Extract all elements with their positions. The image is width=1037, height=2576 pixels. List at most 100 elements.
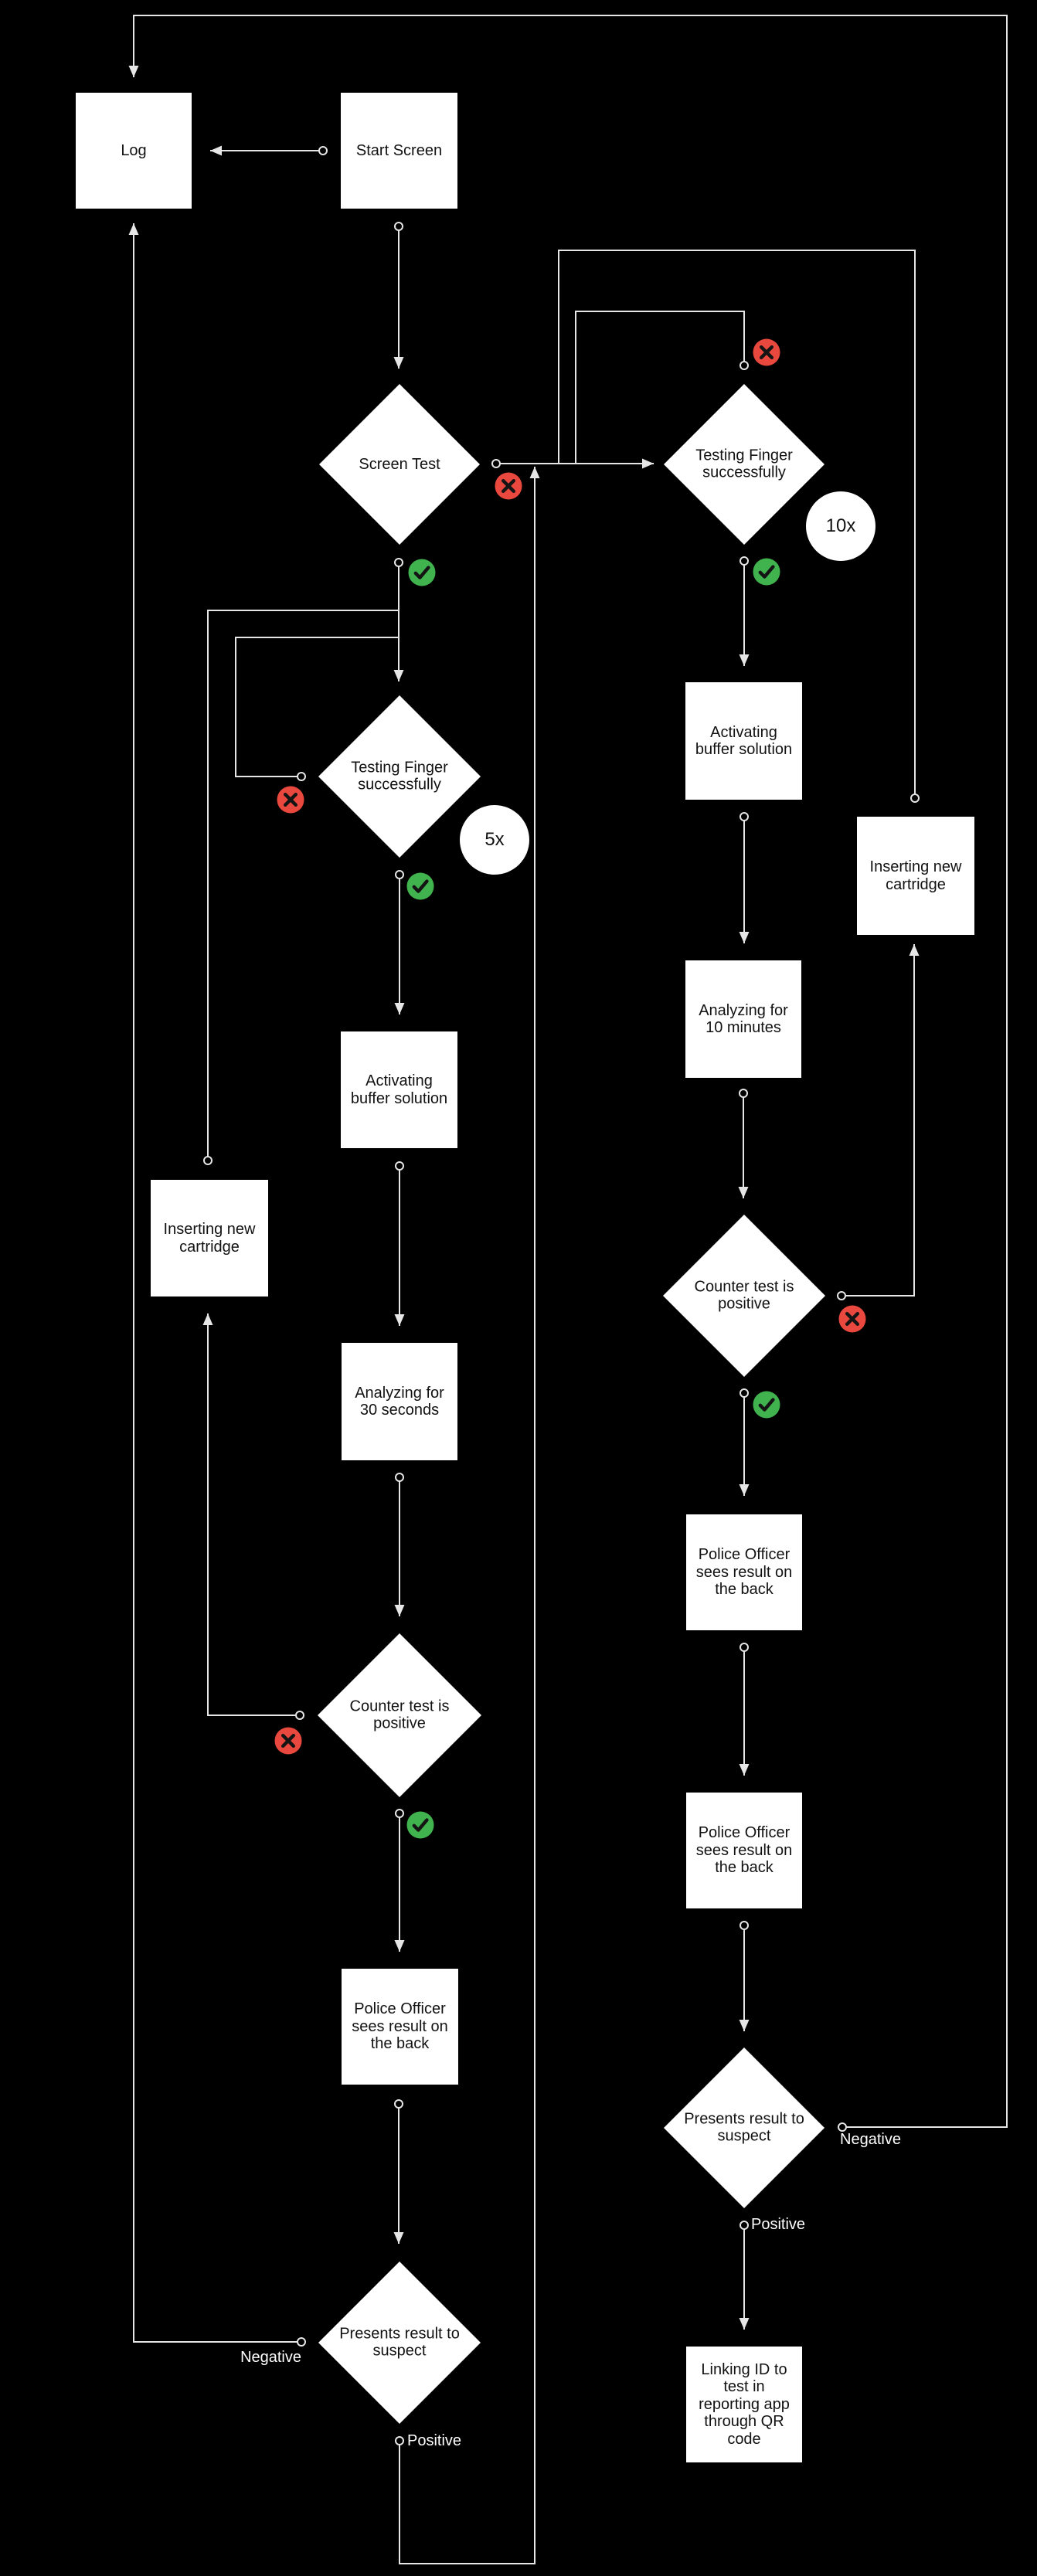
counter-test-right-shape [663, 1215, 825, 1377]
connector-origin-dot [395, 1473, 404, 1482]
failure-x-icon [274, 1727, 302, 1755]
connector-origin-dot [395, 1809, 404, 1818]
edge-activating-right-to-analyzing [739, 812, 750, 943]
failure-x-icon [838, 1305, 866, 1333]
arrowhead-icon [210, 145, 222, 156]
x-glyph [760, 345, 774, 359]
success-check-icon [408, 559, 436, 586]
arrowhead-icon [642, 458, 654, 469]
pass-counter-right [753, 1391, 780, 1419]
connector-origin-dot [739, 1089, 748, 1098]
x-glyph [845, 1312, 859, 1326]
arrowhead-icon [739, 2020, 750, 2031]
connector-origin-dot [395, 870, 404, 879]
arrowhead-icon [739, 932, 750, 943]
edge-cartridge-right-return [558, 250, 920, 803]
arrowhead-icon [128, 66, 139, 77]
edge-counter-left-fail-to-cartridge [202, 1313, 304, 1720]
arrowhead-icon [529, 467, 540, 478]
edge-finger-left-retry-loop [235, 637, 398, 781]
success-check-icon [406, 1811, 434, 1839]
arrowhead-icon [739, 2318, 750, 2330]
connector-line [235, 637, 398, 777]
edge-police-left-to-presents [393, 2099, 404, 2244]
x-glyph [502, 479, 515, 493]
connector-origin-dot [395, 2436, 404, 2445]
connector-origin-dot [740, 1388, 749, 1398]
connector-line [399, 467, 536, 2564]
connector-line [842, 944, 915, 1296]
presents-left-shape [318, 2262, 481, 2424]
connector-line [133, 15, 1008, 2128]
check-glyph [413, 566, 430, 579]
connector-origin-dot [740, 556, 749, 566]
connector-origin-dot [297, 772, 306, 781]
edge-cartridge-left-return [203, 610, 398, 1165]
edge-finger-left-to-activating [394, 870, 405, 1014]
arrowhead-icon [394, 1314, 405, 1326]
testing-finger-left-shape [318, 695, 481, 858]
connector-line [133, 223, 301, 2343]
screen-test-shape [319, 384, 480, 545]
connector-origin-dot [394, 222, 403, 231]
success-check-icon [753, 1391, 780, 1419]
arrowhead-icon [394, 1605, 405, 1616]
edge-police2-to-presents [739, 1921, 750, 2031]
connector-origin-dot [394, 2099, 403, 2109]
edge-start-to-screen-test [393, 222, 404, 369]
connector-origin-dot [740, 1643, 749, 1652]
arrowhead-icon [739, 1484, 750, 1496]
connector-origin-dot [295, 1711, 304, 1720]
connector-origin-dot [740, 812, 749, 821]
presents-right-shape [664, 2048, 824, 2208]
edge-finger-right-retry-loop [575, 311, 749, 463]
edge-presents-left-negative-to-log [128, 223, 306, 2347]
counter-test-left-shape [318, 1633, 481, 1797]
edge-presents-left-positive-to-finger-right [395, 467, 540, 2564]
testing-finger-right-shape [664, 384, 824, 545]
connector-origin-dot [838, 2122, 847, 2132]
arrowhead-icon [739, 1764, 750, 1776]
connector-origin-dot [740, 2221, 749, 2230]
arrowhead-icon [393, 2232, 404, 2244]
edge-presents-right-negative-to-log [128, 15, 1008, 2132]
pass-testing-finger-right [753, 558, 780, 586]
arrowhead-icon [738, 1187, 749, 1198]
arrowhead-icon [394, 1940, 405, 1952]
arrowhead-icon [393, 357, 404, 369]
connector-line [558, 250, 916, 798]
edge-counter-right-pass-to-police1 [739, 1388, 750, 1496]
connector-origin-dot [318, 146, 328, 155]
edge-start-to-log [210, 145, 328, 156]
connector-line [207, 1313, 300, 1716]
arrowhead-icon [202, 1313, 213, 1325]
connector-origin-dot [203, 1156, 212, 1165]
connector-line [575, 311, 745, 463]
connector-origin-dot [297, 2337, 306, 2347]
connector-origin-dot [837, 1291, 846, 1300]
edge-counter-left-pass-to-police [394, 1809, 405, 1952]
connector-origin-dot [740, 1921, 749, 1930]
edge-police1-to-police2 [739, 1643, 750, 1776]
arrowhead-icon [909, 944, 920, 956]
edge-presents-right-positive-to-linking [739, 2221, 750, 2330]
connector-origin-dot [491, 459, 501, 468]
arrowhead-icon [128, 223, 139, 235]
connector-origin-dot [910, 794, 920, 803]
edge-analyzing-right-to-counter [738, 1089, 749, 1198]
connector-origin-dot [740, 361, 749, 370]
edge-screen-test-pass-to-finger-left [393, 558, 404, 681]
pass-screen-test [408, 559, 436, 586]
connector-line [207, 610, 398, 1161]
x-glyph [284, 793, 298, 807]
edge-screen-test-fail-to-finger-right [491, 458, 654, 469]
failure-x-icon [495, 472, 522, 500]
connector-origin-dot [394, 558, 403, 567]
edge-finger-right-pass-to-activating [739, 556, 750, 666]
x-glyph [281, 1734, 295, 1748]
pass-counter-left [406, 1811, 434, 1839]
edge-counter-right-fail-to-cartridge [837, 944, 920, 1300]
edge-analyzing-left-to-counter [394, 1473, 405, 1616]
